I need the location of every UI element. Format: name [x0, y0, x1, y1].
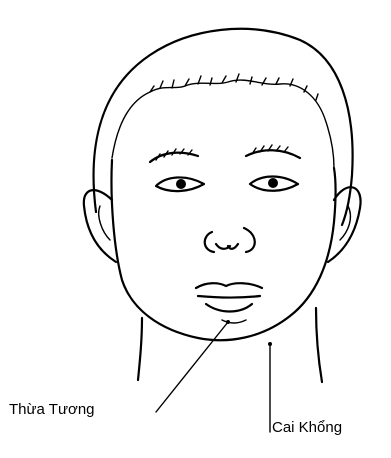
hairline [112, 80, 334, 168]
point-cai-khong [268, 342, 272, 346]
point-thua-tuong [226, 320, 230, 324]
neck-left [138, 318, 142, 380]
left-ear-inner [99, 206, 110, 240]
head-outline [94, 29, 353, 225]
right-ear-inner [340, 206, 350, 240]
label-cai-khong: Cai Khổng [272, 420, 342, 435]
right-pupil [268, 178, 278, 188]
left-pupil [176, 179, 186, 189]
mouth-line [198, 296, 260, 298]
nose [205, 228, 255, 252]
neck-right [316, 308, 322, 382]
face-outline [111, 160, 335, 340]
label-thua-tuong: Thừa Tương [9, 402, 95, 417]
upper-lip [196, 283, 262, 288]
lower-lip [206, 304, 252, 312]
chin-crease [222, 320, 246, 323]
